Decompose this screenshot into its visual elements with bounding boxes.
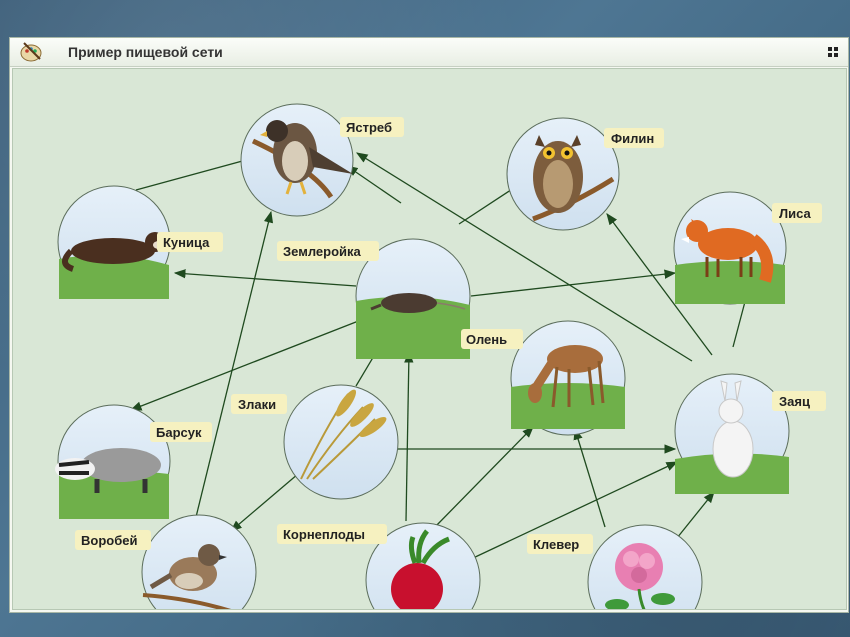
arrow-clover-hare bbox=[676, 491, 715, 539]
arrow-sparrow-hawk bbox=[195, 210, 274, 518]
node-badger[interactable] bbox=[55, 404, 171, 519]
arrow-shrew-hawk bbox=[346, 165, 402, 204]
node-fox[interactable] bbox=[673, 191, 787, 305]
label-shrew: Землеройка bbox=[283, 244, 362, 259]
title-bar: Пример пищевой сети bbox=[10, 38, 848, 67]
label-deer: Олень bbox=[466, 332, 507, 347]
food-web-canvas: Ястреб Филин Куница Землеройка Лиса Олен… bbox=[12, 68, 847, 610]
arrow-hare-hawk bbox=[356, 152, 693, 362]
label-marten: Куница bbox=[163, 235, 210, 250]
arrow-shrew-marten bbox=[173, 269, 357, 287]
node-marten[interactable] bbox=[57, 185, 171, 299]
label-hawk: Ястреб bbox=[346, 120, 392, 135]
arrow-marten-hawk bbox=[135, 155, 259, 191]
arrow-clover-deer bbox=[573, 427, 606, 528]
arrow-roots-deer bbox=[432, 426, 534, 530]
food-web-diagram: Ястреб Филин Куница Землеройка Лиса Олен… bbox=[55, 103, 826, 609]
node-roots[interactable] bbox=[365, 522, 481, 609]
arrow-shrew-badger bbox=[129, 319, 362, 411]
window-title: Пример пищевой сети bbox=[68, 44, 223, 60]
label-badger: Барсук bbox=[156, 425, 202, 440]
node-sparrow[interactable] bbox=[141, 514, 257, 609]
label-grass: Злаки bbox=[238, 397, 276, 412]
palette-icon bbox=[20, 42, 42, 62]
arrow-grass-sparrow bbox=[230, 473, 299, 532]
node-deer[interactable] bbox=[510, 320, 626, 436]
node-clover[interactable] bbox=[587, 524, 703, 609]
label-hare: Заяц bbox=[779, 394, 810, 409]
node-shrew[interactable] bbox=[355, 238, 471, 359]
app-window: Пример пищевой сети bbox=[9, 37, 849, 613]
node-hawk[interactable] bbox=[240, 103, 354, 217]
node-owl[interactable] bbox=[506, 117, 620, 231]
arrow-hare-owl bbox=[606, 213, 713, 356]
label-clover: Клевер bbox=[533, 537, 579, 552]
arrow-roots-hare bbox=[470, 461, 679, 560]
node-hare[interactable] bbox=[674, 373, 790, 494]
label-roots: Корнеплоды bbox=[283, 527, 365, 542]
arrow-roots-shrew bbox=[404, 350, 414, 522]
label-owl: Филин bbox=[611, 131, 654, 146]
arrow-shrew-fox bbox=[470, 269, 677, 297]
label-sparrow: Воробей bbox=[81, 533, 137, 548]
label-fox: Лиса bbox=[779, 206, 812, 221]
arrows-group bbox=[129, 152, 753, 560]
node-grass[interactable] bbox=[283, 384, 399, 500]
labels-group: Ястреб Филин Куница Землеройка Лиса Олен… bbox=[75, 117, 826, 554]
resize-grip-icon[interactable] bbox=[828, 47, 838, 57]
